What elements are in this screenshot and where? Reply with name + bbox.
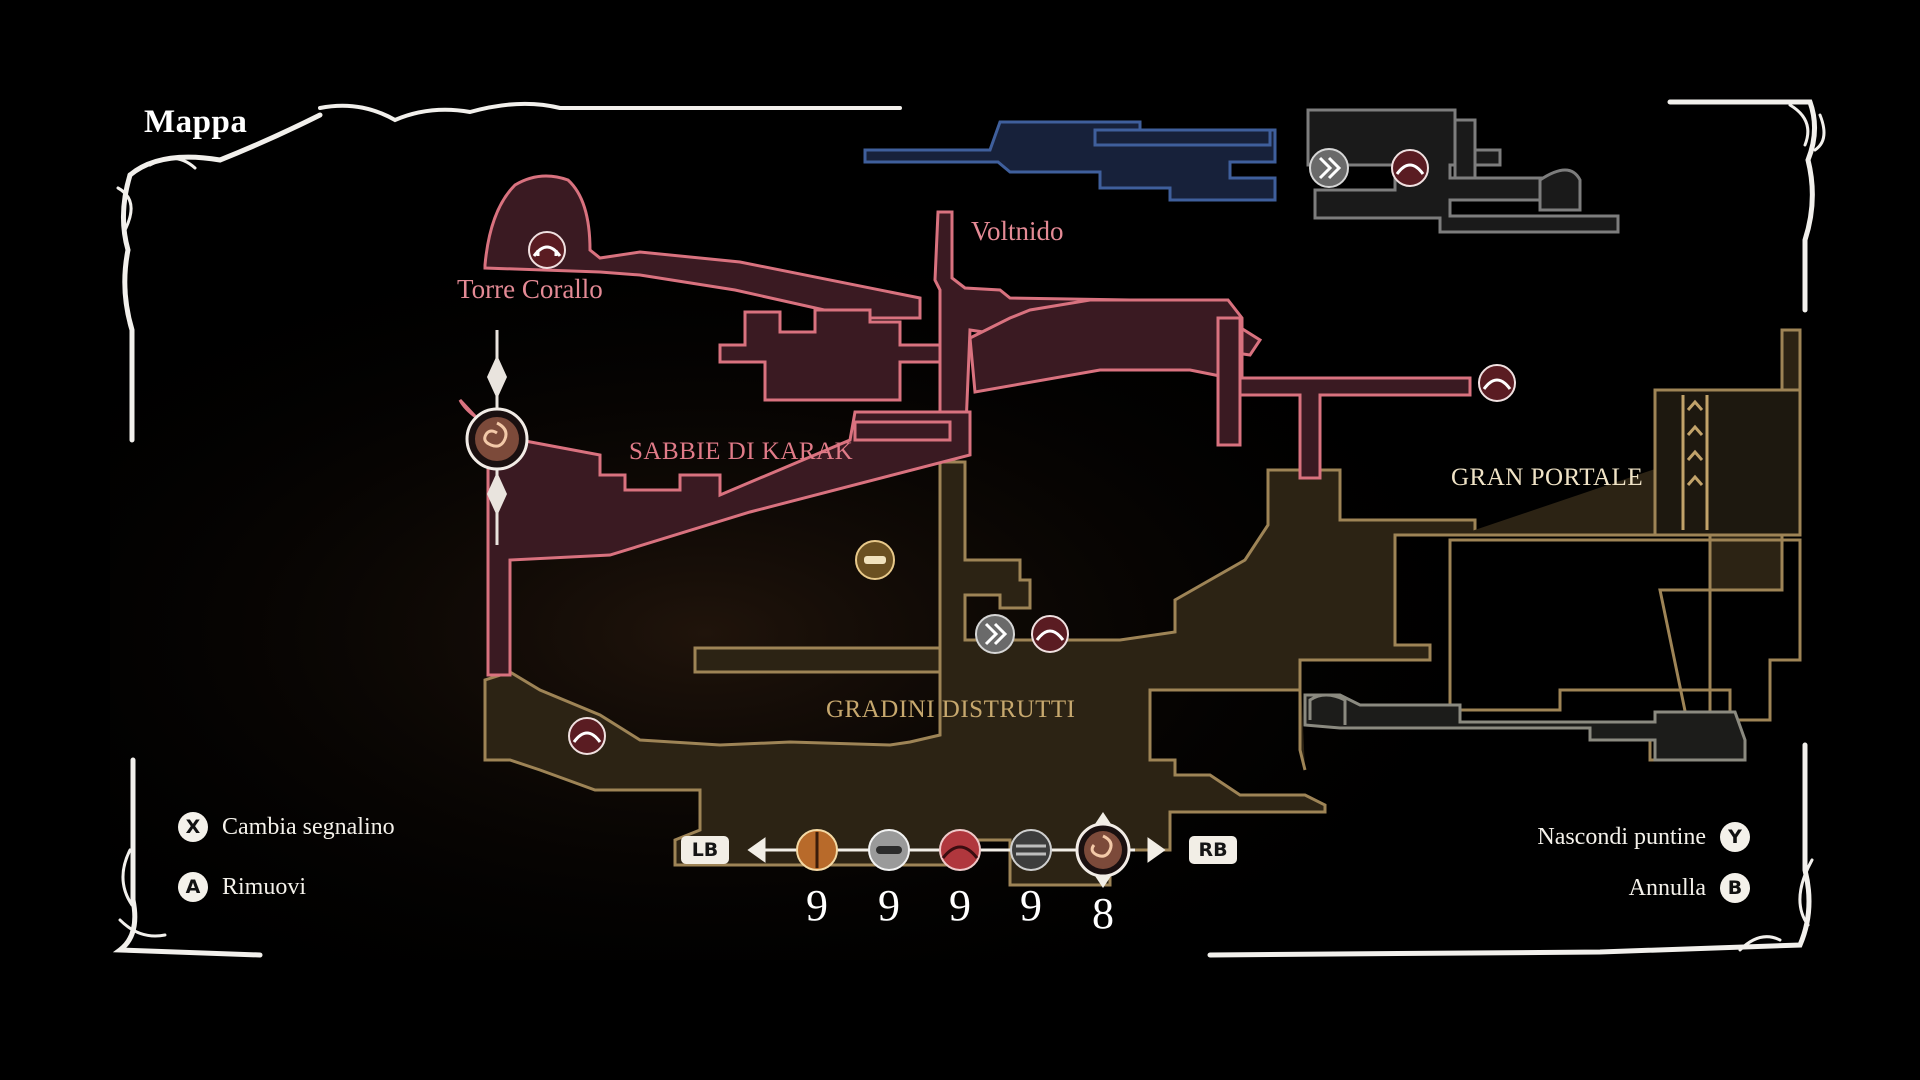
hint-cancel[interactable]: Annulla B <box>1629 873 1750 903</box>
shop-marker-top[interactable] <box>1391 149 1429 187</box>
hint-change-marker[interactable]: X Cambia segnalino <box>178 812 395 842</box>
marker-count-silver: 9 <box>878 881 900 930</box>
marker-count-amber: 9 <box>806 881 828 930</box>
area-label-voltnido: Voltnido <box>971 216 1064 246</box>
y-button-icon: Y <box>1720 822 1750 852</box>
hint-hide-pins[interactable]: Nascondi puntine Y <box>1537 822 1750 852</box>
b-button-icon: B <box>1720 873 1750 903</box>
shop-marker-east[interactable] <box>1478 364 1516 402</box>
hint-cancel-label: Annulla <box>1628 874 1706 901</box>
page-title: Mappa <box>144 104 248 140</box>
ornate-frame <box>112 99 1826 958</box>
x-button-icon: X <box>178 812 208 842</box>
marker-count-spiral: 8 <box>1092 889 1114 938</box>
hint-remove[interactable]: A Rimuovi <box>178 872 306 902</box>
spiral-placed-marker[interactable] <box>465 330 529 545</box>
blue-region <box>863 120 1277 202</box>
hint-change-marker-label: Cambia segnalino <box>222 813 395 840</box>
lb-bumper-button[interactable]: LB <box>681 836 729 864</box>
rb-bumper-button[interactable]: RB <box>1189 836 1237 864</box>
hint-remove-label: Rimuovi <box>222 873 307 900</box>
marker-count-red: 9 <box>949 881 971 930</box>
marker-count-grey: 9 <box>1020 881 1042 930</box>
fast-travel-marker-center[interactable] <box>975 614 1015 654</box>
bench-marker[interactable] <box>855 540 895 580</box>
area-label-torre-corallo: Torre Corallo <box>457 274 603 304</box>
fast-travel-marker-top[interactable] <box>1309 148 1349 188</box>
area-label-gradini-distrutti: GRADINI DISTRUTTI <box>826 696 1076 723</box>
area-label-sabbie-di-karak: SABBIE DI KARAK <box>629 438 854 465</box>
shop-marker-center[interactable] <box>1031 615 1069 653</box>
hint-hide-pins-label: Nascondi puntine <box>1537 823 1706 850</box>
shop-marker-torre[interactable] <box>528 231 566 269</box>
pink-region <box>458 174 1472 677</box>
a-button-icon: A <box>178 872 208 902</box>
shop-marker-southwest[interactable] <box>568 717 606 755</box>
grey-region <box>1306 108 1620 234</box>
grey-lower-region <box>1303 693 1747 762</box>
gran-portale-structure <box>1681 395 1709 530</box>
area-label-gran-portale: GRAN PORTALE <box>1451 464 1644 491</box>
